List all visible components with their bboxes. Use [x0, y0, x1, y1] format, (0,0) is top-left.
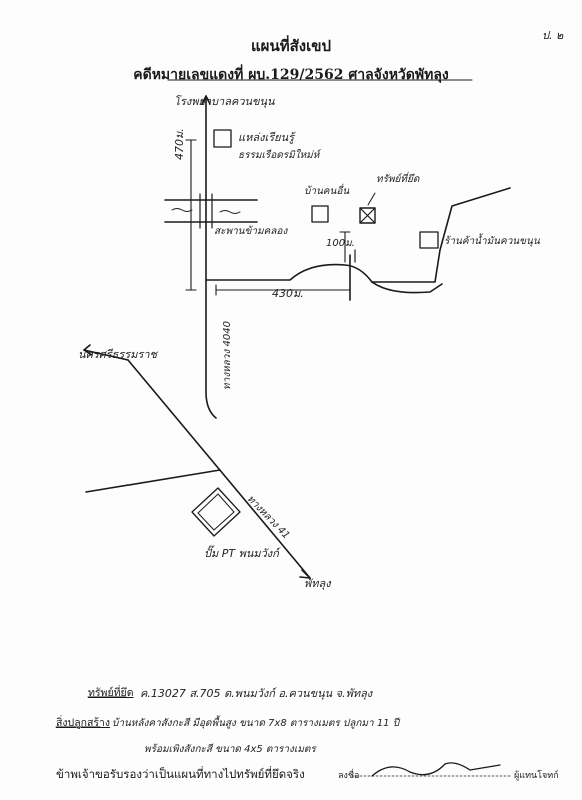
shop-label: ร้านค้าน้ำมันควนขนุน — [444, 236, 540, 247]
page-title: แผนที่สังเขป — [251, 37, 331, 55]
market-label-2: ธรรมเรือดรมิใหม่ห์ — [238, 150, 320, 161]
pt-station-label: ปั๊ม PT พนมวังก์ — [204, 547, 279, 560]
market-label-1: แหล่งเรียนรู้ — [238, 131, 294, 144]
market-building — [213, 129, 232, 148]
arrow-nakhon — [83, 349, 129, 361]
cross-road — [85, 469, 221, 493]
shop-building — [419, 231, 439, 249]
signature — [371, 762, 501, 777]
nakhon-label: นครศรีธรรมราช — [78, 348, 158, 361]
road-4040-label: ทางหลวง 4040 — [222, 321, 233, 390]
distance-430-label: 430ม. — [272, 287, 304, 300]
building-label: สิ่งปลูกสร้าง — [56, 717, 111, 729]
canal-bridge-label: สะพานข้ามคลอง — [214, 226, 288, 237]
property-label: ทรัพย์ที่ยึด — [376, 174, 420, 185]
arrow-up-head — [201, 95, 211, 105]
highway-41 — [127, 359, 311, 579]
case-subtitle: คดีหมายเลขแดงที่ ผบ.129/2562 ศาลจังหวัดพ… — [133, 67, 449, 83]
asset-label: ทรัพย์ที่ยึด — [88, 687, 134, 699]
distance-100-label: 100ม. — [326, 238, 355, 249]
phatthalung-label: พัทลุง — [304, 577, 331, 590]
right-road — [371, 281, 443, 294]
page-number: ป. ๒ — [542, 29, 564, 42]
road-4040-left — [205, 101, 217, 419]
building-line-2: พร้อมเพิงสังกะสี ขนาด 4x5 ตารางเมตร — [144, 744, 316, 755]
house-building — [311, 205, 329, 223]
property-box — [359, 207, 376, 224]
asset-value: ค.13027 ส.705 ต.พนมวังก์ อ.ควนขนุน จ.พัท… — [140, 687, 373, 700]
building-line-1: บ้านหลังคาสังกะสี มีอุดพื้นสูง ขนาด 7x8 … — [112, 718, 400, 729]
house-label: บ้านคนอื่น — [304, 186, 350, 197]
distance-470-label: 470ม. — [173, 128, 186, 160]
pt-station — [191, 487, 241, 537]
signer-role: ผู้แทนโจทก์ — [514, 771, 559, 781]
hospital-label: โรงพยาบาลควนขนุน — [174, 95, 275, 108]
sign-label: ลงชื่อ — [338, 771, 360, 781]
certify-statement: ข้าพเจ้าขอรับรองว่าเป็นแผนที่ทางไปทรัพย์… — [56, 767, 305, 781]
